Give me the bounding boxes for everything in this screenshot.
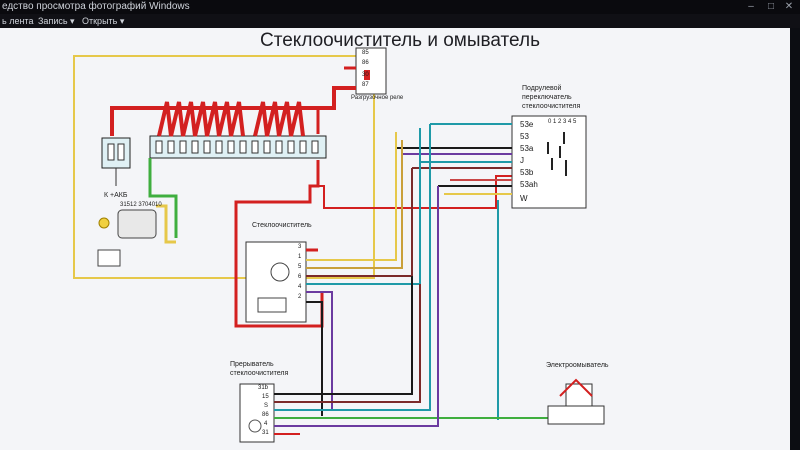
column-switch-pin-53e: 53e xyxy=(520,120,534,129)
wiper-pin-4: 4 xyxy=(298,284,302,290)
interrupter-pin-4: 4 xyxy=(264,421,268,427)
maximize-button[interactable]: □ xyxy=(767,1,775,12)
interrupter-pin-15: 15 xyxy=(262,394,269,400)
wiper-label: Стеклоочиститель xyxy=(252,222,312,229)
relay-pin-87: 87 xyxy=(362,82,369,88)
minimize-button[interactable]: – xyxy=(748,1,754,12)
menu-bar: ь лента Запись ▾ Открыть ▾ xyxy=(0,14,800,28)
interrupter-label: Прерыватель стеклоочистителя xyxy=(230,361,289,377)
interrupter-pin-31: 31 xyxy=(262,430,269,436)
wiper-pin-2: 2 xyxy=(298,294,302,300)
menu-item-record[interactable]: Запись ▾ xyxy=(38,16,75,26)
interrupter-pin-86: 86 xyxy=(262,412,269,418)
interrupter-pin-s: S xyxy=(264,403,269,409)
column-switch-label: Подрулевой переключатель стеклоочистител… xyxy=(522,85,581,110)
column-switch-pin-53: 53 xyxy=(520,132,529,141)
menu-item-slideshow[interactable]: ь лента xyxy=(2,16,34,26)
wiper-pin-6: 6 xyxy=(298,274,302,280)
relay-pin-86: 86 xyxy=(362,60,369,66)
column-switch-pin-w: W xyxy=(520,194,528,203)
relay-label: Разгрузочное реле xyxy=(351,95,404,101)
menu-item-open[interactable]: Открыть ▾ xyxy=(82,16,125,26)
wiper-pin-1: 1 xyxy=(298,254,302,260)
wiper-pin-5: 5 xyxy=(298,264,302,270)
wiring-diagram xyxy=(73,47,605,443)
relay-pin-30: 30 xyxy=(362,72,369,78)
interrupter-pin-31b: 31b xyxy=(258,385,269,391)
diagram-title: Стеклоочиститель и омыватель xyxy=(260,30,540,51)
washer-label: Электроомыватель xyxy=(546,362,609,369)
ignition-label: 31512 3704010 xyxy=(120,202,162,208)
column-switch-pin-53a: 53a xyxy=(520,144,534,153)
window-titlebar: едство просмотра фотографий Windows – □ … xyxy=(0,0,800,14)
window-title: едство просмотра фотографий Windows xyxy=(2,1,190,12)
photo-viewer-canvas: Стеклоочиститель и омыватель xyxy=(0,28,790,450)
close-button[interactable]: ✕ xyxy=(784,1,794,12)
akb-label: К +АКБ xyxy=(104,192,128,199)
column-switch-pin-53ah: 53ah xyxy=(520,180,538,189)
wiper-pin-3: 3 xyxy=(298,244,302,250)
column-switch-pin-53b: 53b xyxy=(520,168,534,177)
column-switch-pin-j: J xyxy=(520,156,524,165)
column-switch-positions: 0 1 2 3 4 5 xyxy=(548,119,577,125)
relay-pin-85: 85 xyxy=(362,50,369,56)
